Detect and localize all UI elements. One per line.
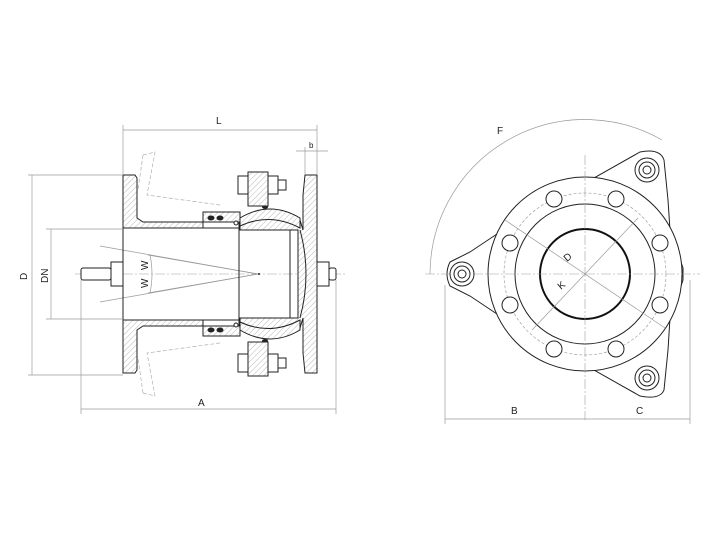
label-DN: DN (40, 269, 51, 283)
label-C: C (636, 406, 643, 417)
ghost-flange-top (129, 151, 221, 206)
label-B: B (511, 406, 518, 417)
label-D: D (19, 273, 30, 280)
left-flange-top (122, 174, 204, 229)
label-F: F (497, 126, 503, 137)
bolt-top (237, 171, 287, 207)
stud-right (316, 261, 337, 287)
ball-upper (239, 208, 301, 229)
label-b: b (309, 141, 314, 150)
dim-F-arc (429, 119, 663, 275)
label-W-upper: W (140, 260, 151, 270)
bolt-bottom (237, 341, 287, 377)
label-L: L (216, 116, 222, 127)
stud-left (80, 261, 124, 287)
lug-nut-left (449, 261, 475, 287)
label-A: A (198, 398, 205, 409)
lug-nut-top (634, 157, 660, 183)
label-W-lower: W (140, 278, 151, 288)
ghost-flange-bottom (129, 342, 221, 397)
side-view: L b D DN W W A (19, 116, 345, 414)
angle-arc (149, 254, 153, 294)
lug-nut-bottom (634, 365, 660, 391)
ball-lower (239, 319, 301, 340)
front-view: F D K B (425, 119, 700, 424)
bolt-holes (501, 190, 669, 358)
left-flange-bottom (122, 319, 204, 374)
